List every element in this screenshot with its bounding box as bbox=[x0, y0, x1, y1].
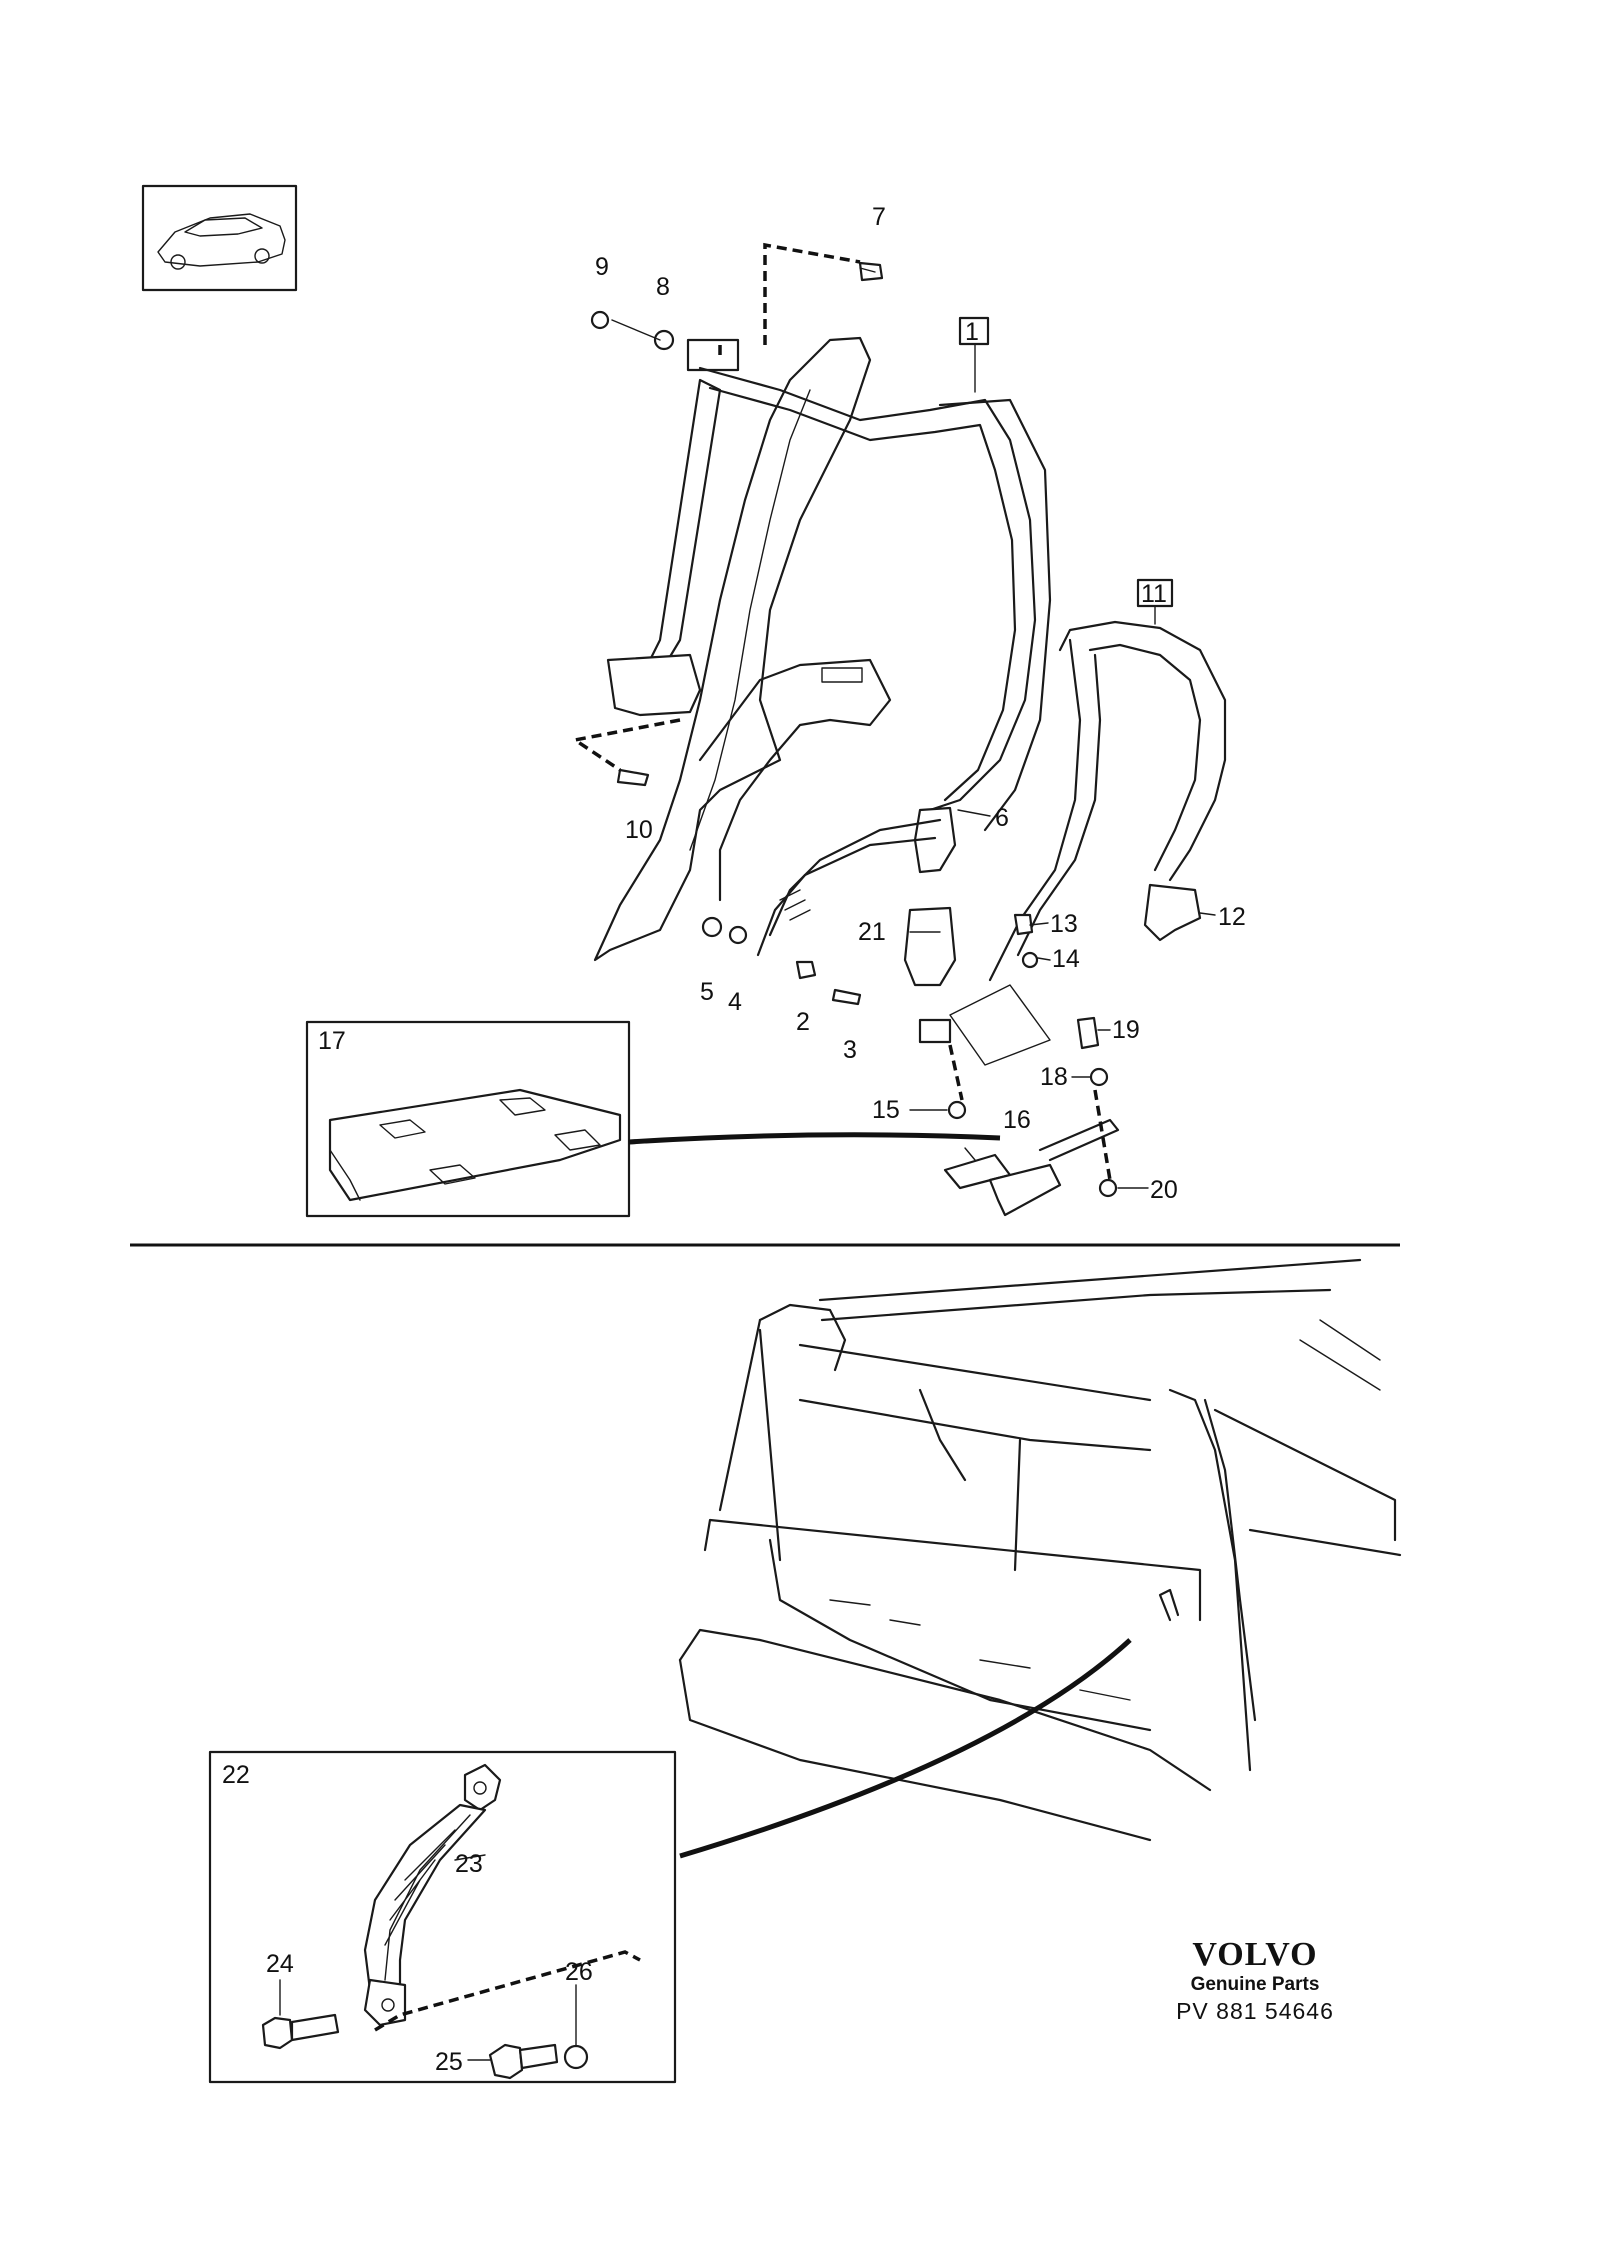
callout-22: 22 bbox=[222, 1761, 250, 1789]
callout-11: 11 bbox=[1141, 580, 1167, 608]
callout-21: 21 bbox=[858, 918, 886, 946]
wagon-cargo-area bbox=[678, 1258, 1402, 1859]
callout-18: 18 bbox=[1040, 1063, 1068, 1091]
callout-12: 12 bbox=[1218, 903, 1246, 931]
vehicle-thumbnail bbox=[141, 184, 298, 292]
callout-7: 7 bbox=[872, 203, 886, 231]
rear-seat-belt-assembly bbox=[570, 242, 1227, 1217]
callout-6: 6 bbox=[995, 804, 1009, 832]
callout-15: 15 bbox=[872, 1096, 900, 1124]
callout-25: 25 bbox=[435, 2048, 463, 2076]
callout-19: 19 bbox=[1112, 1016, 1140, 1044]
callout-13: 13 bbox=[1050, 910, 1078, 938]
callout-20: 20 bbox=[1150, 1176, 1178, 1204]
inset-17-spacer bbox=[305, 1020, 1001, 1218]
callout-17: 17 bbox=[318, 1027, 346, 1055]
callout-16: 16 bbox=[1003, 1106, 1031, 1134]
brand-logo: VOLVO bbox=[1192, 1936, 1318, 1973]
callout-23: 23 bbox=[455, 1850, 483, 1878]
callout-2: 2 bbox=[796, 1008, 810, 1036]
callout-10: 10 bbox=[625, 816, 653, 844]
callout-1: 1 bbox=[965, 318, 979, 346]
callout-5: 5 bbox=[700, 978, 714, 1006]
callout-9: 9 bbox=[595, 253, 609, 281]
callout-14: 14 bbox=[1052, 945, 1080, 973]
callout-26: 26 bbox=[565, 1958, 593, 1986]
callout-24: 24 bbox=[266, 1950, 294, 1978]
part-code: PV 881 54646 bbox=[1176, 1998, 1334, 2024]
callout-3: 3 bbox=[843, 1036, 857, 1064]
brand-subtitle: Genuine Parts bbox=[1190, 1974, 1320, 1995]
callout-labels: 1 2 3 4 5 6 7 8 9 10 11 12 13 14 15 16 1… bbox=[222, 203, 1246, 2076]
brand-block: VOLVO Genuine Parts PV 881 54646 bbox=[1155, 1937, 1355, 2025]
callout-8: 8 bbox=[656, 273, 670, 301]
callout-4: 4 bbox=[728, 988, 742, 1016]
inset-22-strap bbox=[208, 1750, 677, 2084]
